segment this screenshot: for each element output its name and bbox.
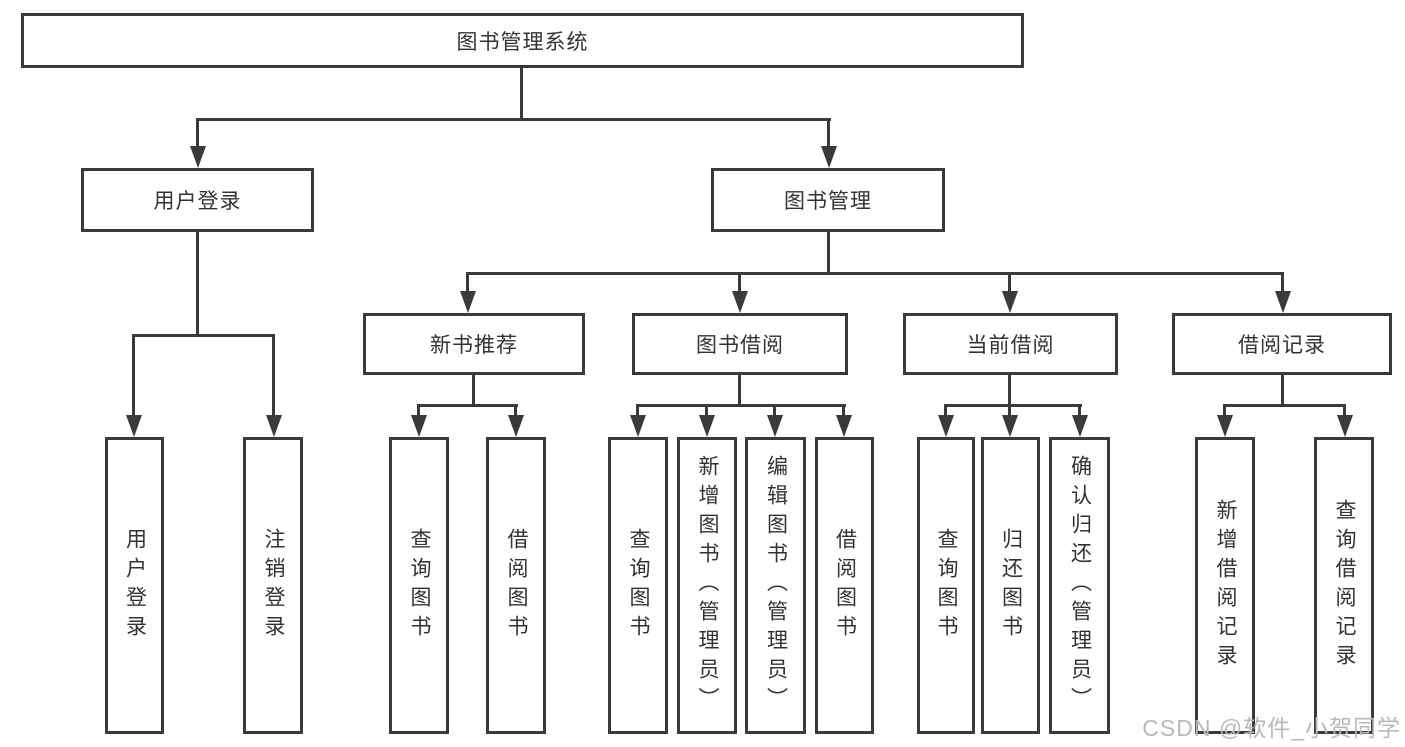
- leaf-user-login: 用户登录: [105, 437, 164, 734]
- node-borrow-records: 借阅记录: [1172, 313, 1392, 375]
- arrow-down-icon: [126, 415, 142, 437]
- connector-line: [1008, 404, 1011, 418]
- connector-line: [132, 334, 275, 337]
- arrow-down-icon: [1002, 291, 1018, 313]
- arrow-down-icon: [190, 146, 206, 168]
- connector-line: [944, 404, 1082, 407]
- leaf-confirm-return-admin: 确认归还（管理员）: [1049, 437, 1110, 734]
- node-current-borrow: 当前借阅: [903, 313, 1118, 375]
- arrow-down-icon: [1275, 291, 1291, 313]
- connector-line: [514, 404, 517, 418]
- node-user-login: 用户登录: [81, 168, 314, 232]
- arrow-down-icon: [836, 415, 852, 437]
- leaf-query-books-recommend: 查询图书: [389, 437, 449, 734]
- connector-line: [773, 404, 776, 418]
- connector-line: [132, 334, 135, 418]
- connector-line: [417, 404, 518, 407]
- connector-line: [842, 404, 845, 418]
- arrow-down-icon: [508, 415, 524, 437]
- leaf-edit-books-admin: 编辑图书（管理员）: [745, 437, 806, 734]
- leaf-query-books-borrow: 查询图书: [608, 437, 668, 734]
- connector-line: [196, 118, 199, 148]
- arrow-down-icon: [699, 415, 715, 437]
- leaf-return-books: 归还图书: [981, 437, 1040, 734]
- connector-line: [272, 334, 275, 418]
- connector-line: [738, 272, 741, 294]
- node-book-borrow: 图书借阅: [632, 313, 848, 375]
- leaf-add-borrow-record: 新增借阅记录: [1195, 437, 1255, 734]
- connector-line: [520, 68, 523, 121]
- arrow-down-icon: [266, 415, 282, 437]
- arrow-down-icon: [1002, 415, 1018, 437]
- connector-line: [466, 272, 1284, 275]
- arrow-down-icon: [938, 415, 954, 437]
- connector-line: [472, 375, 475, 407]
- node-book-management: 图书管理: [711, 168, 945, 232]
- connector-line: [1223, 404, 1346, 407]
- connector-line: [1281, 272, 1284, 294]
- arrow-down-icon: [821, 146, 837, 168]
- leaf-borrow-books: 借阅图书: [815, 437, 874, 734]
- arrow-down-icon: [1337, 415, 1353, 437]
- arrow-down-icon: [460, 291, 476, 313]
- node-root-system: 图书管理系统: [21, 13, 1024, 68]
- connector-line: [1008, 375, 1011, 407]
- connector-line: [1008, 272, 1011, 294]
- connector-line: [1281, 375, 1284, 407]
- arrow-down-icon: [732, 291, 748, 313]
- connector-line: [705, 404, 708, 418]
- connector-line: [1223, 404, 1226, 418]
- connector-line: [827, 232, 830, 275]
- leaf-query-books-current: 查询图书: [917, 437, 975, 734]
- connector-line: [636, 404, 639, 418]
- leaf-add-books-admin: 新增图书（管理员）: [677, 437, 737, 734]
- connector-line: [944, 404, 947, 418]
- node-new-book-recommend: 新书推荐: [363, 313, 585, 375]
- connector-line: [738, 375, 741, 407]
- connector-line: [636, 404, 846, 407]
- arrow-down-icon: [411, 415, 427, 437]
- arrow-down-icon: [1072, 415, 1088, 437]
- connector-line: [1343, 404, 1346, 418]
- connector-line: [827, 118, 830, 148]
- connector-line: [196, 232, 199, 337]
- arrow-down-icon: [1217, 415, 1233, 437]
- connector-line: [466, 272, 469, 294]
- arrow-down-icon: [630, 415, 646, 437]
- leaf-logout: 注销登录: [243, 437, 303, 734]
- connector-line: [1078, 404, 1081, 418]
- leaf-borrow-books-recommend: 借阅图书: [486, 437, 546, 734]
- connector-line: [196, 118, 831, 121]
- csdn-watermark: CSDN @软件_小贺同学: [1142, 715, 1401, 741]
- leaf-query-borrow-record: 查询借阅记录: [1314, 437, 1374, 734]
- connector-line: [417, 404, 420, 418]
- arrow-down-icon: [767, 415, 783, 437]
